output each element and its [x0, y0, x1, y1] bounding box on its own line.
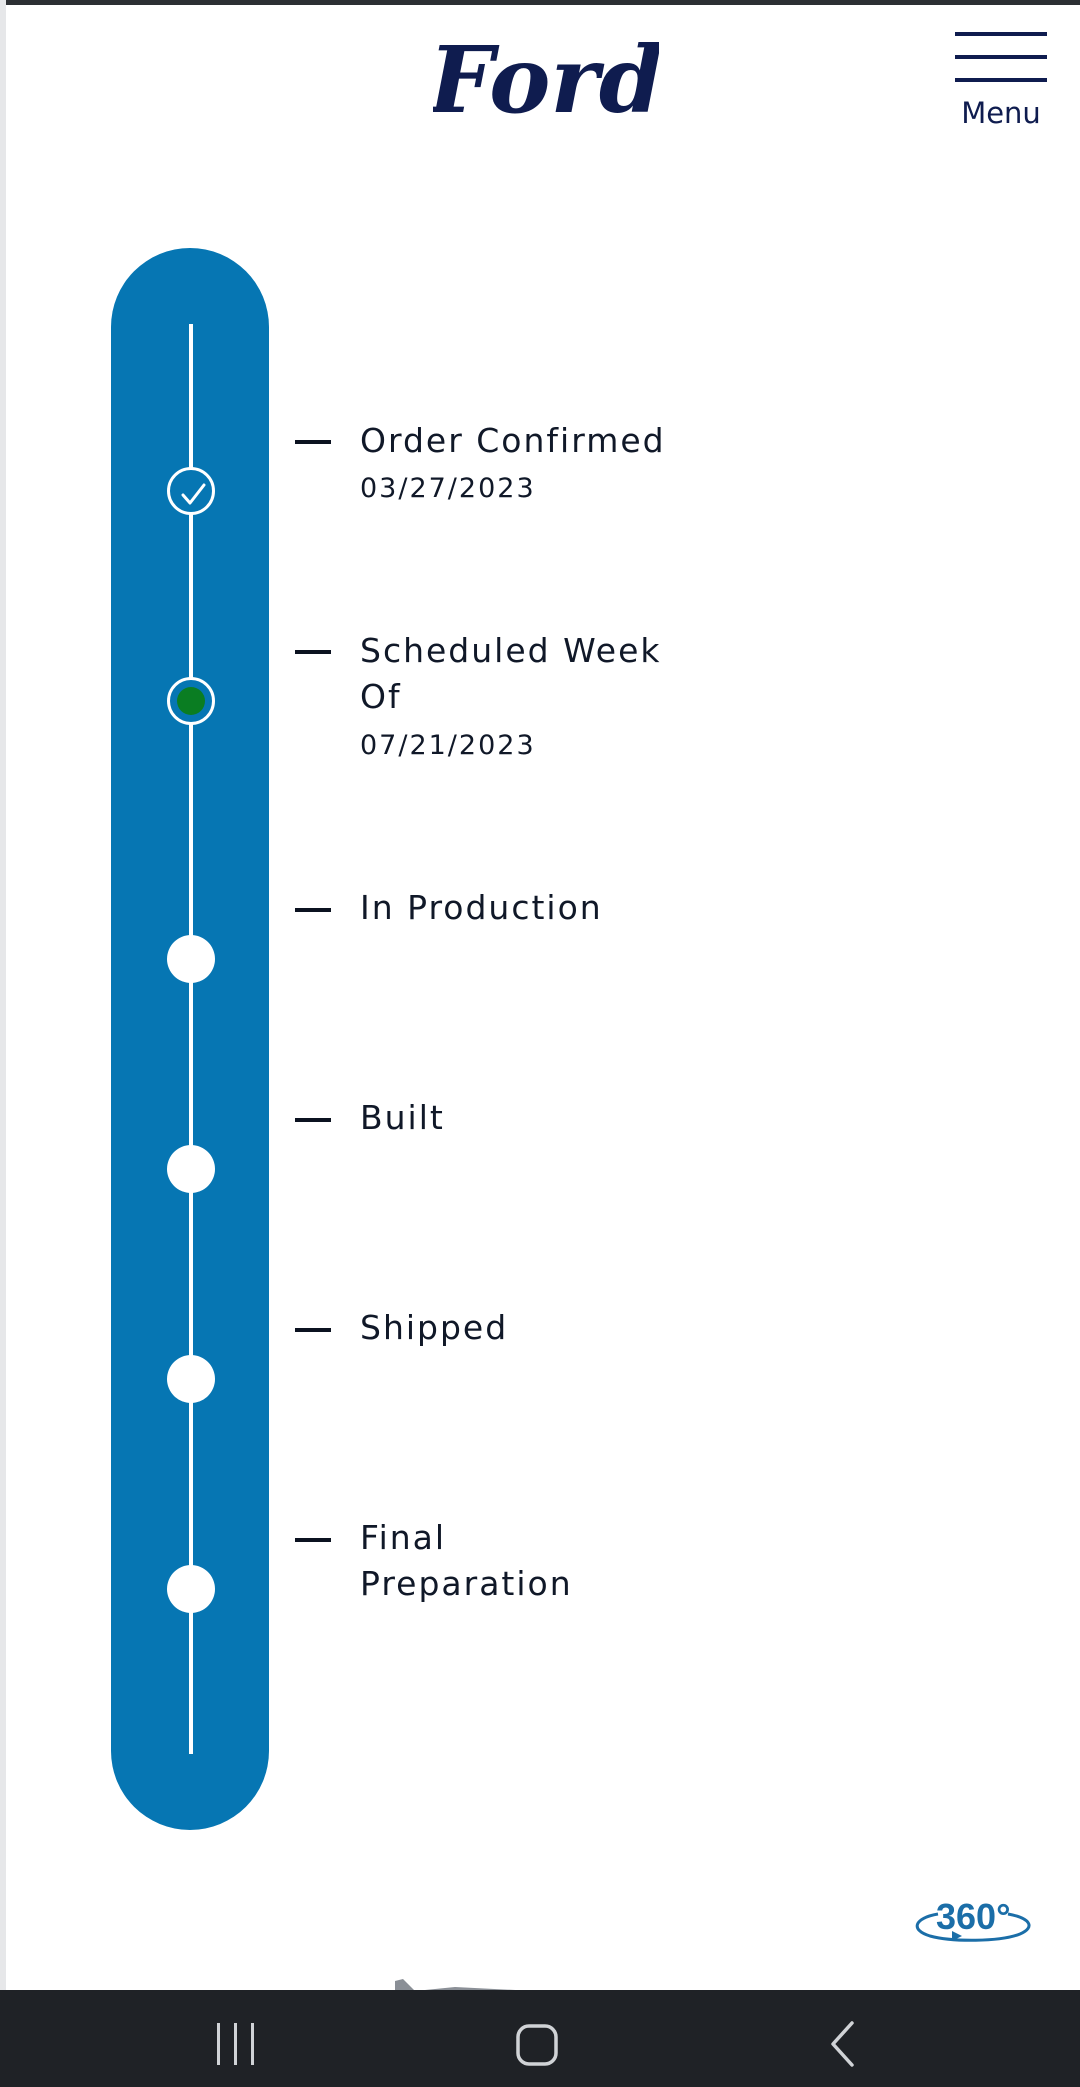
- logo-wordmark: Ford: [433, 30, 659, 130]
- home-button[interactable]: [477, 1990, 597, 2087]
- ford-logo[interactable]: Ford: [426, 26, 663, 134]
- step-pending-dot-icon: [167, 935, 215, 983]
- current-status-indicator: [177, 687, 205, 715]
- progress-line: [189, 324, 193, 1754]
- step-dash: [295, 650, 331, 654]
- hamburger-icon-bar-top: [955, 32, 1047, 36]
- step-date-scheduled-week-of: 07/21/2023: [360, 730, 536, 761]
- menu-button[interactable]: Menu: [950, 28, 1052, 138]
- recent-apps-button[interactable]: [175, 1990, 295, 2087]
- back-icon: [831, 2021, 854, 2067]
- step-title-final-preparation: Final Preparation: [360, 1518, 573, 1603]
- step-pending-dot-icon: [167, 1355, 215, 1403]
- step-pending-dot-icon: [167, 1145, 215, 1193]
- step-dash: [295, 440, 331, 444]
- back-button[interactable]: [780, 1990, 900, 2087]
- rotate-360-icon: [915, 1912, 1031, 1942]
- step-dash: [295, 1118, 331, 1122]
- step-title-scheduled-week-of: Scheduled Week Of: [360, 631, 662, 716]
- page-edge: [0, 0, 6, 1990]
- step-dash: [295, 1538, 331, 1542]
- hamburger-icon-bar-bottom: [955, 78, 1047, 82]
- step-title-shipped: Shipped: [360, 1308, 509, 1347]
- system-navigation-bar: [0, 1990, 1080, 2087]
- step-title-built: Built: [360, 1098, 445, 1137]
- recent-apps-icon: [217, 2023, 254, 2065]
- 360-view-button[interactable]: 360°: [908, 1896, 1036, 1952]
- hamburger-icon-bar-middle: [955, 55, 1047, 59]
- menu-label: Menu: [961, 96, 1041, 130]
- 360-label: 360°: [936, 1896, 1011, 1937]
- home-icon: [516, 2024, 558, 2066]
- vehicle-image-peek: [395, 1978, 535, 1993]
- step-date-order-confirmed: 03/27/2023: [360, 473, 536, 504]
- step-dash: [295, 908, 331, 912]
- status-bar-edge: [0, 0, 1080, 5]
- step-complete-check-icon: [167, 467, 215, 515]
- step-title-in-production: In Production: [360, 888, 603, 927]
- step-current-dot-icon: [167, 677, 215, 725]
- step-pending-dot-icon: [167, 1565, 215, 1613]
- step-dash: [295, 1328, 331, 1332]
- step-title-order-confirmed: Order Confirmed: [360, 421, 666, 460]
